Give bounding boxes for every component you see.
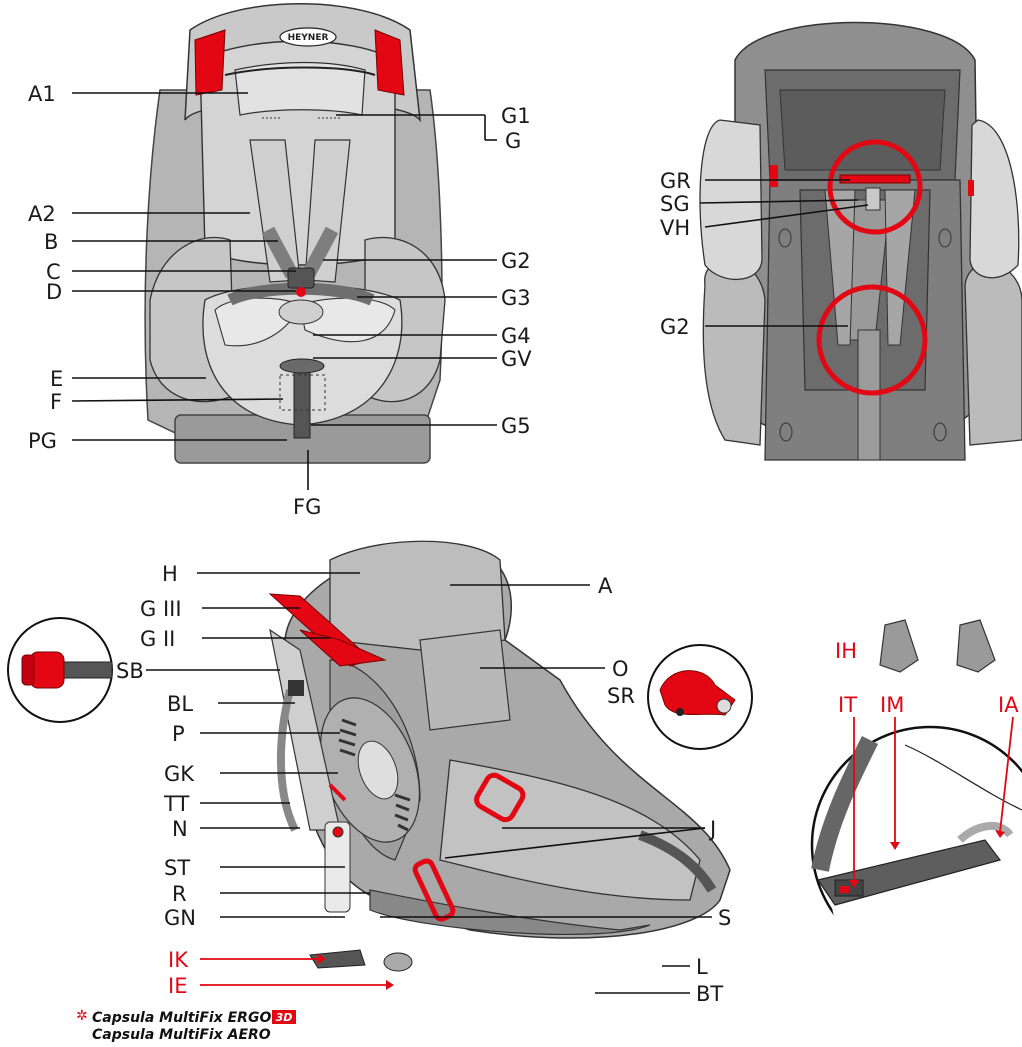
label-vh: VH <box>660 216 690 240</box>
label-g-ii: G II <box>140 627 175 651</box>
label-n: N <box>172 817 188 841</box>
belt-guide-left-red <box>195 30 225 95</box>
label-g5: G5 <box>501 414 531 438</box>
label-it: IT <box>838 693 857 717</box>
label-s: S <box>718 906 731 930</box>
label-g1: G1 <box>501 104 531 128</box>
belt-lock <box>288 680 304 696</box>
label-st: ST <box>164 856 190 880</box>
side-view-red-leaders <box>200 954 394 990</box>
label-f: F <box>50 390 62 414</box>
isofix-guide-side <box>384 953 412 971</box>
model-names: ✲ Capsula MultiFix ERGO 3D Capsula Multi… <box>76 1008 296 1043</box>
label-g4: G4 <box>501 324 531 348</box>
label-g2-rear: G2 <box>660 315 690 339</box>
rear-wing-left <box>700 120 762 279</box>
label-tt: TT <box>163 792 189 816</box>
label-a1: A1 <box>28 82 56 106</box>
label-gr: GR <box>660 169 691 193</box>
label-e: E <box>50 367 63 391</box>
label-sg: SG <box>660 192 690 216</box>
label-a: A <box>598 574 613 598</box>
rear-red-bar <box>840 175 910 183</box>
front-view-seat: HEYNER <box>145 4 445 463</box>
label-pg: PG <box>28 429 57 453</box>
isofix-detail-circle <box>812 727 1022 990</box>
model-name-aero: Capsula MultiFix AERO <box>92 1027 271 1043</box>
inset-sr-lever <box>648 645 752 749</box>
label-g3: G3 <box>501 286 531 310</box>
label-ia: IA <box>998 693 1019 717</box>
rear-wing-right <box>970 120 1019 278</box>
label-g: G <box>505 129 521 153</box>
asterisk-icon: ✲ <box>76 1008 88 1024</box>
model-name-ergo: Capsula MultiFix ERGO <box>92 1010 271 1026</box>
badge-3d-text: 3D <box>276 1011 293 1024</box>
label-r: R <box>172 882 187 906</box>
label-h: H <box>162 562 178 586</box>
crotch-pad <box>279 300 323 324</box>
label-a2: A2 <box>28 202 56 226</box>
label-ie: IE <box>168 974 187 998</box>
label-b: B <box>44 230 58 254</box>
label-o: O <box>612 657 629 681</box>
side-view-seat <box>270 541 730 971</box>
label-gn: GN <box>164 906 196 930</box>
label-j: J <box>708 817 716 841</box>
label-ik: IK <box>168 948 189 972</box>
label-g2: G2 <box>501 249 531 273</box>
label-ih: IH <box>835 639 857 663</box>
label-g-iii: G III <box>140 597 182 621</box>
belt-guide-right-red <box>375 30 404 95</box>
buckle-release-red <box>296 287 306 297</box>
label-d: D <box>46 280 62 304</box>
label-bt: BT <box>696 982 723 1006</box>
label-p: P <box>172 722 185 746</box>
isofix-guides <box>880 620 995 672</box>
label-fg: FG <box>293 495 321 519</box>
label-l: L <box>696 955 708 979</box>
inset-sb-knob <box>8 618 112 722</box>
label-gk: GK <box>164 762 195 786</box>
label-im: IM <box>880 693 904 717</box>
label-sr: SR <box>607 684 635 708</box>
label-sb: SB <box>116 659 144 683</box>
rear-view-seat <box>700 23 1022 461</box>
logo-text-front: HEYNER <box>288 33 329 43</box>
label-gv: GV <box>501 347 532 371</box>
label-bl: BL <box>167 692 193 716</box>
